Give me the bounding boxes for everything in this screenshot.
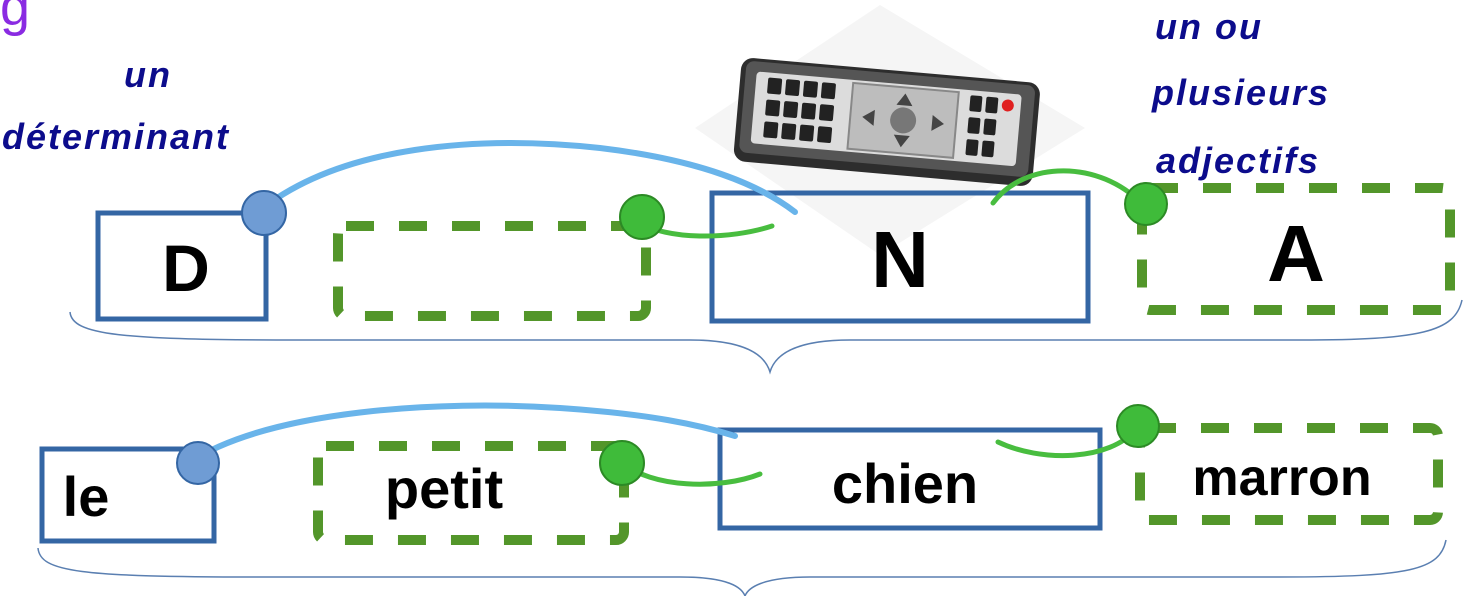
noun-label: N	[871, 215, 929, 304]
example-determiner-link-dot	[176, 441, 220, 485]
example-noun-word: chien	[831, 452, 979, 515]
example-determiner-noun-link	[187, 402, 738, 465]
example-pre-adjective-link-dot	[599, 440, 645, 486]
pre-adjective-link-dot	[619, 194, 665, 240]
adjectives-caption-line1: un ou	[1155, 6, 1263, 47]
title-fragment: g	[0, 0, 31, 37]
pattern-brace	[69, 299, 1463, 375]
adjectives-caption-line2: plusieurs	[1152, 72, 1331, 113]
example-adjective-box	[1135, 423, 1443, 525]
determiner-box	[95, 210, 269, 322]
noun-adjective-link	[990, 168, 1145, 207]
example-determiner-box	[39, 446, 217, 544]
determiner-label: D	[162, 231, 210, 305]
determiner-noun-link	[255, 140, 798, 215]
example-determiner-word: le	[62, 465, 110, 528]
determinant-caption-line1: un	[124, 54, 172, 95]
example-pre-adjective-box	[313, 441, 629, 545]
determiner-link-dot	[241, 190, 287, 236]
example-pre-adjective-word: petit	[384, 457, 504, 520]
example-adjective-word: marron	[1192, 449, 1372, 507]
adjective-link-dot	[1124, 182, 1168, 226]
adjective-label: A	[1267, 209, 1325, 298]
tv-remote-icon	[733, 58, 1040, 186]
noun-box	[709, 190, 1091, 324]
example-noun-box	[717, 427, 1103, 531]
pre-noun-adjective-box	[333, 221, 651, 321]
determinant-caption-line2: déterminant	[2, 116, 231, 157]
example-brace	[37, 539, 1447, 596]
example-adjective-link-dot	[1116, 404, 1160, 448]
adjectives-caption-line3: adjectifs	[1156, 140, 1321, 181]
